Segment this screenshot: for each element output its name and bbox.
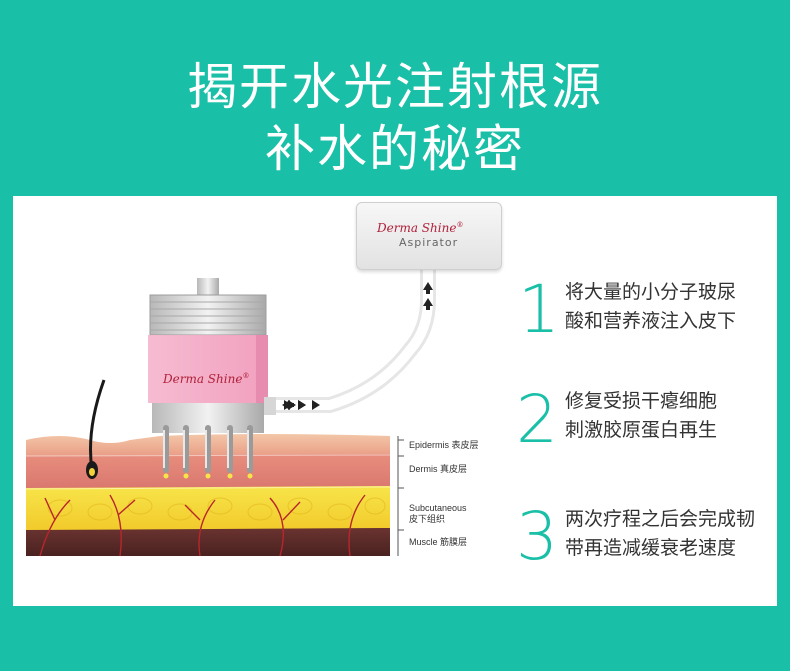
handpiece-device: [148, 278, 276, 479]
step-2-number: 2: [516, 381, 558, 458]
layer-bracket: [397, 436, 404, 556]
muscle-layer: [26, 528, 390, 556]
vacuum-tube: [268, 260, 436, 413]
handpiece-brand: Derma Shine®: [163, 372, 250, 386]
hair-follicle: [86, 379, 106, 479]
aspirator-brand: Derma Shine®: [377, 221, 464, 235]
step-1-number: 1: [518, 271, 560, 348]
headline-line-2: 补水的秘密: [265, 120, 525, 178]
aspirator-label: Aspirator: [399, 236, 459, 249]
aspirator-unit: Derma Shine® Aspirator: [356, 202, 502, 270]
step-3-number: 3: [516, 498, 558, 575]
step-3-text: 两次疗程之后会完成韧带再造减缓衰老速度: [565, 508, 756, 559]
layer-label-dermis: Dermis 真皮层: [409, 464, 468, 474]
skin-layers: [25, 434, 391, 557]
step-1-text: 将大量的小分子玻尿酸和营养液注入皮下: [565, 281, 737, 332]
layer-label-muscle: Muscle 筋膜层: [409, 537, 468, 547]
layer-label-epidermis: Epidermis 表皮层: [409, 440, 479, 450]
step-2-text: 修复受损干瘪细胞刺激胶原蛋白再生: [565, 390, 718, 441]
headline-line-1: 揭开水光注射根源: [187, 58, 603, 116]
